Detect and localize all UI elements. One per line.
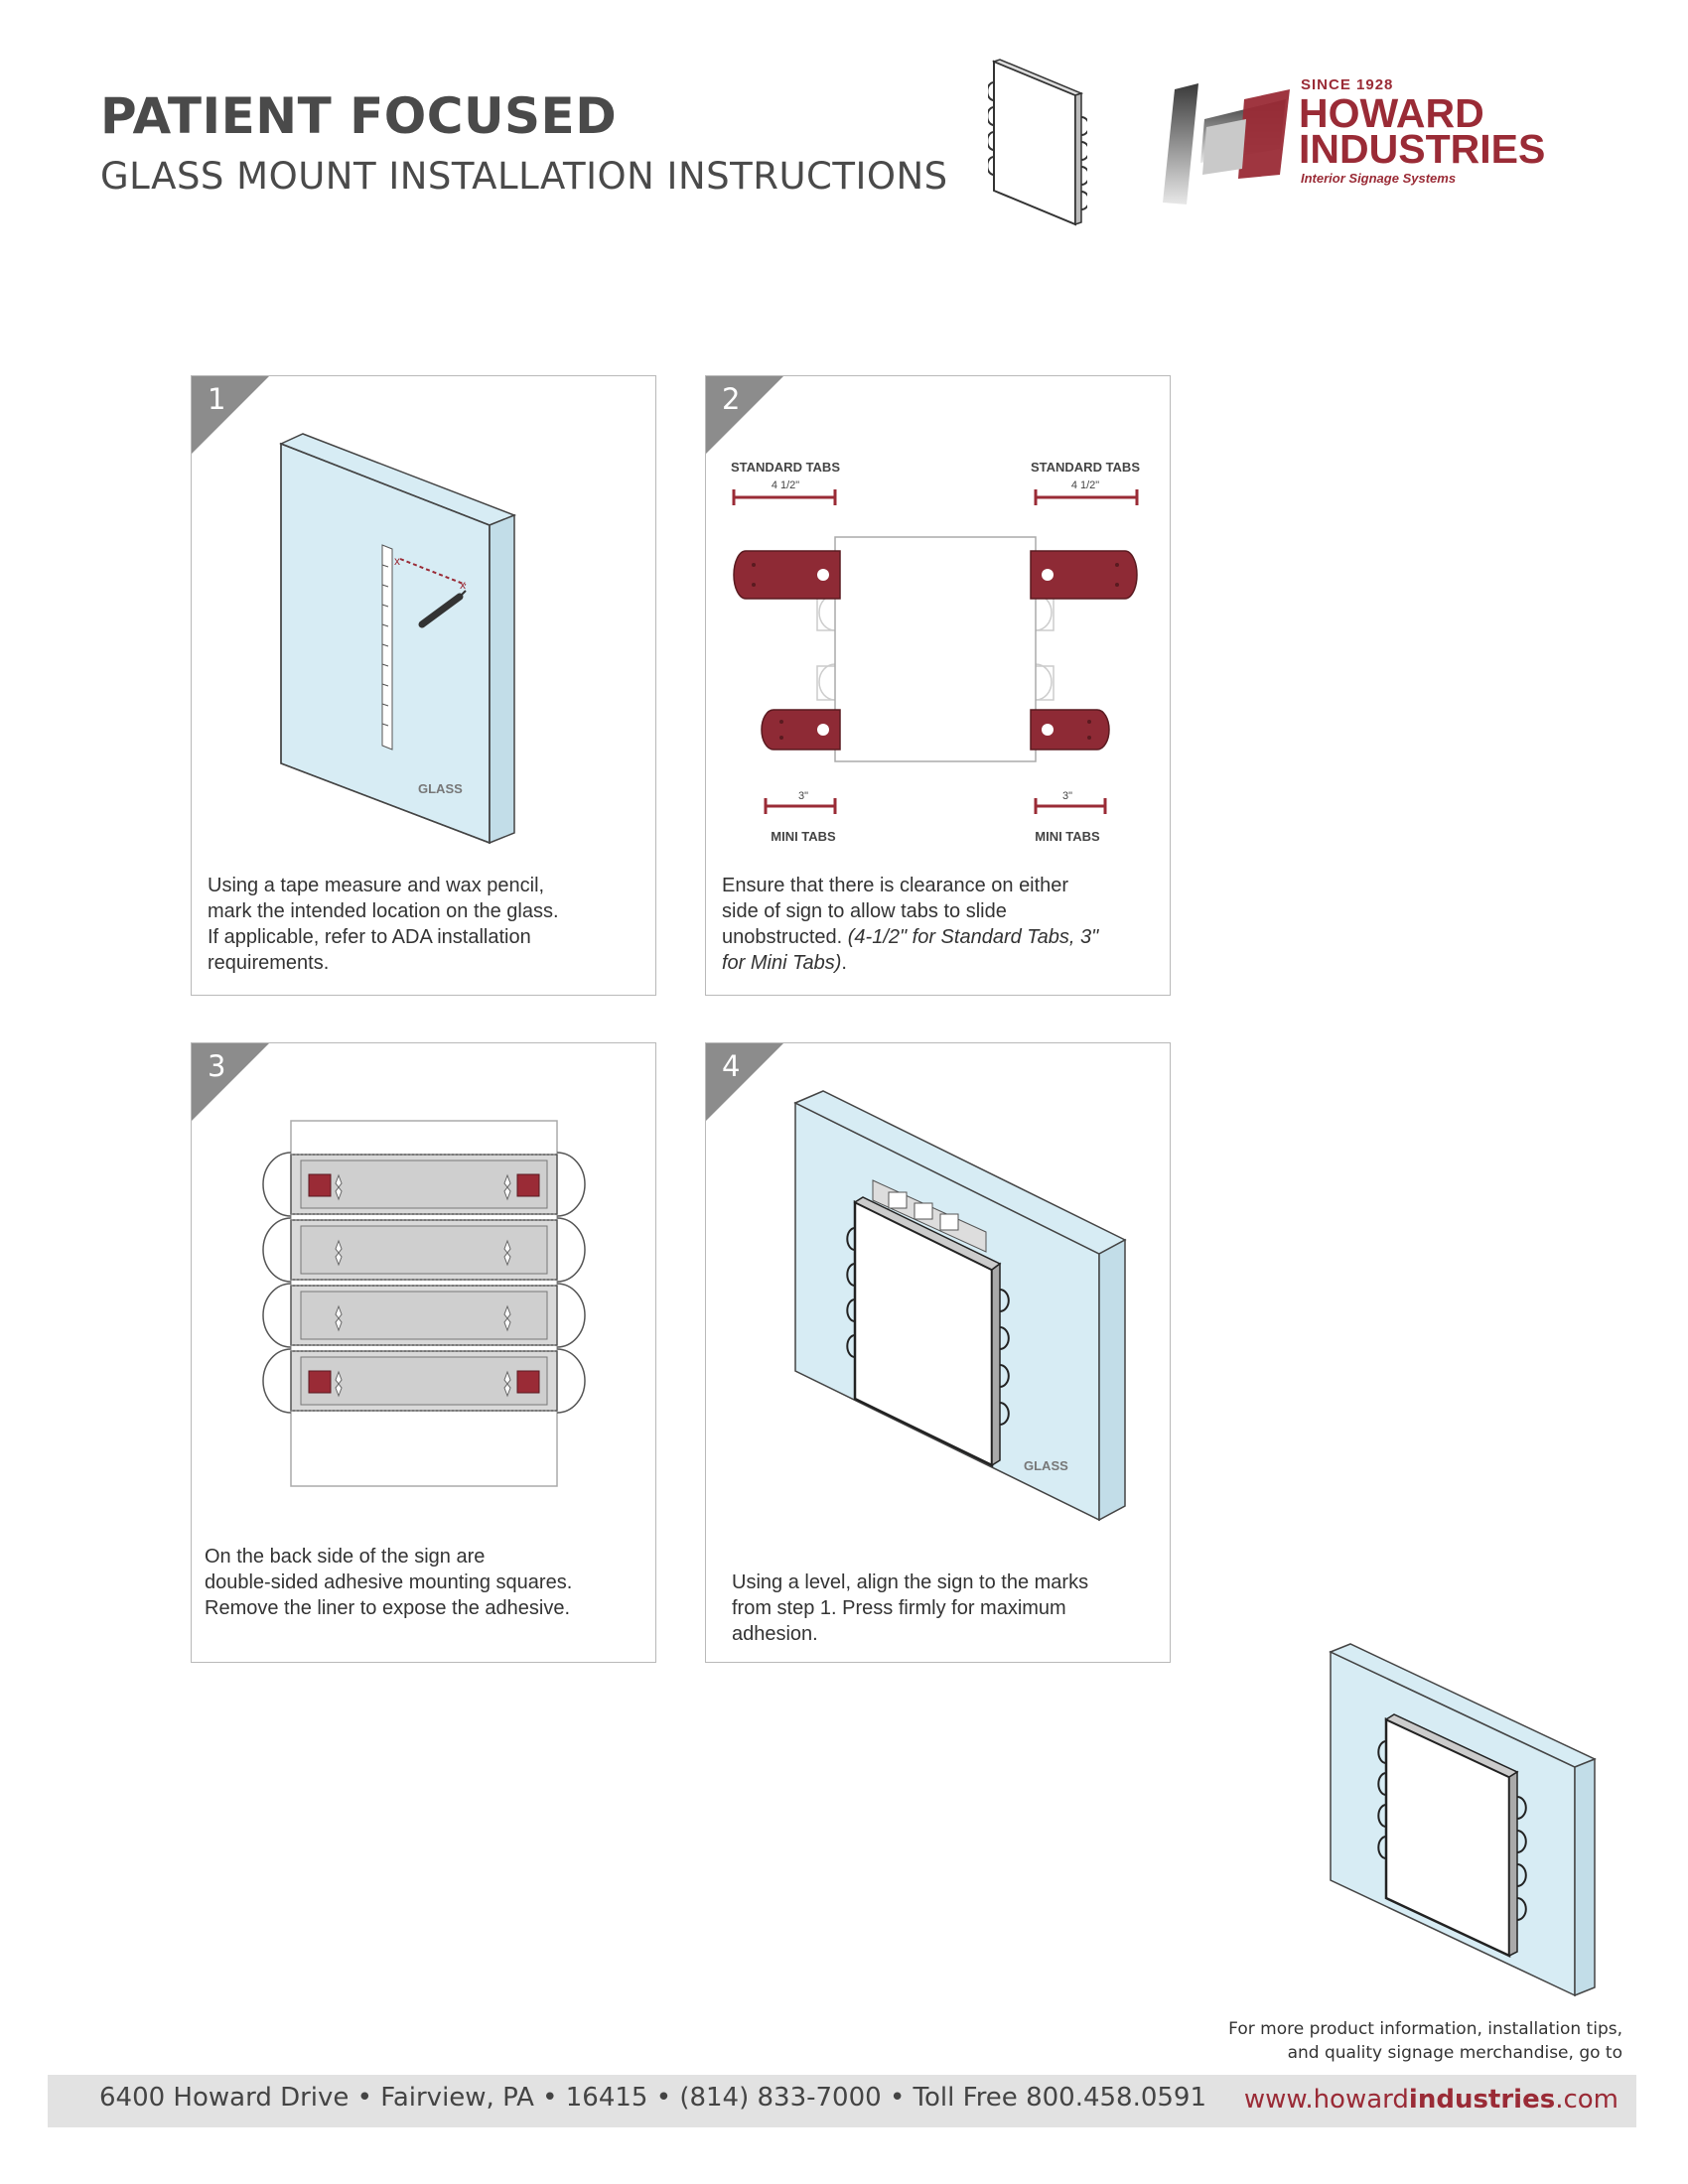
page-title: PATIENT FOCUSED bbox=[100, 87, 618, 145]
step-4-card: 4 GLASS Using a level, align the sign to… bbox=[705, 1042, 1171, 1663]
step-number-corner bbox=[192, 376, 269, 454]
logo-name-line1: HOWARD bbox=[1299, 90, 1484, 136]
glass-panel-marking-illustration: x x GLASS bbox=[279, 433, 517, 845]
url-prefix: www.howard bbox=[1243, 2085, 1409, 2115]
step-2-text: Ensure that there is clearance on either… bbox=[722, 875, 1069, 948]
footer-address: 6400 Howard Drive • Fairview, PA • 16415… bbox=[99, 2083, 1207, 2113]
more-info-text: For more product information, installati… bbox=[1228, 2019, 1622, 2063]
glass-label: GLASS bbox=[1024, 1458, 1068, 1473]
sign-mounted-on-glass-illustration: GLASS bbox=[793, 1090, 1127, 1522]
step-1-description: Using a tape measure and wax pencil, mar… bbox=[208, 875, 559, 974]
step-2-text-end: . bbox=[841, 952, 847, 974]
standard-tabs-size-left: 4 1/2" bbox=[772, 479, 799, 491]
step-4-description: Using a level, align the sign to the mar… bbox=[732, 1571, 1089, 1645]
svg-text:x: x bbox=[460, 578, 466, 592]
glass-label: GLASS bbox=[418, 781, 463, 796]
step-number: 4 bbox=[722, 1049, 741, 1083]
sign-back-adhesive-illustration bbox=[262, 1120, 586, 1487]
mini-tabs-size-right: 3" bbox=[1062, 790, 1072, 802]
url-suffix: .com bbox=[1555, 2085, 1618, 2115]
standard-tabs-label-left: STANDARD TABS bbox=[731, 460, 840, 475]
step-2-description: Ensure that there is clearance on either… bbox=[722, 873, 1159, 976]
website-link[interactable]: www.howardindustries.com bbox=[1244, 2085, 1618, 2115]
logo-name-line2: INDUSTRIES bbox=[1299, 126, 1546, 172]
finished-sign-on-glass-illustration bbox=[1329, 1643, 1597, 1997]
standard-tabs-size-right: 4 1/2" bbox=[1071, 479, 1099, 491]
logo-tagline: Interior Signage Systems bbox=[1301, 171, 1457, 186]
step-number: 3 bbox=[208, 1049, 226, 1083]
step-number-corner bbox=[706, 1043, 783, 1121]
logo-since: SINCE 1928 bbox=[1301, 76, 1394, 93]
footer-bar: 6400 Howard Drive • Fairview, PA • 16415… bbox=[48, 2075, 1636, 2127]
step-3-card: 3 bbox=[191, 1042, 656, 1663]
page-subtitle: GLASS MOUNT INSTALLATION INSTRUCTIONS bbox=[100, 155, 948, 198]
step-1-card: 1 x x GLASS Using a tape measure and wax… bbox=[191, 375, 656, 996]
step-2-text-italic: (4-1/2" for Standard Tabs, 3" for Mini T… bbox=[722, 926, 1099, 974]
svg-text:x: x bbox=[394, 554, 400, 568]
mini-tabs-label-left: MINI TABS bbox=[771, 829, 836, 844]
step-number-corner bbox=[192, 1043, 269, 1121]
howard-h-logo-icon bbox=[1163, 83, 1290, 205]
header-sign-illustration bbox=[988, 59, 1087, 226]
howard-industries-logo: SINCE 1928 HOWARD INDUSTRIES Interior Si… bbox=[1157, 74, 1594, 213]
step-number: 2 bbox=[722, 382, 741, 416]
step-3-description: On the back side of the sign are double-… bbox=[205, 1546, 573, 1619]
step-number-corner bbox=[706, 376, 783, 454]
standard-tabs-label-right: STANDARD TABS bbox=[1031, 460, 1140, 475]
mini-tabs-label-right: MINI TABS bbox=[1035, 829, 1100, 844]
step-number: 1 bbox=[208, 382, 226, 416]
url-bold: industries bbox=[1408, 2085, 1556, 2115]
mini-tabs-size-left: 3" bbox=[798, 790, 808, 802]
tab-clearance-diagram: STANDARD TABS 4 1/2" STANDARD TABS 4 1/2… bbox=[731, 460, 1140, 844]
step-2-card: 2 STANDARD TABS 4 1/2" STANDARD TABS 4 1… bbox=[705, 375, 1171, 996]
